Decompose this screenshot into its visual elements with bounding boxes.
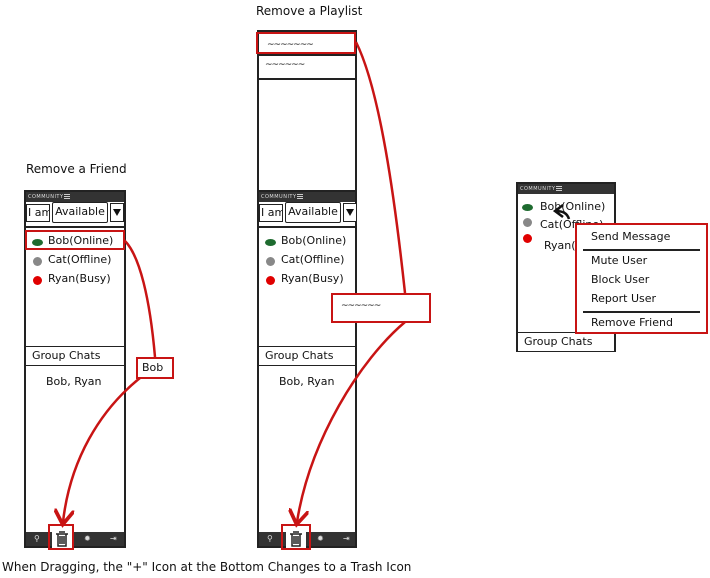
cursor-icon — [553, 204, 571, 220]
divider — [259, 78, 355, 80]
menu-separator — [583, 249, 700, 251]
menu-item-send-message[interactable]: Send Message — [591, 230, 671, 243]
heading-remove-friend: Remove a Friend — [26, 162, 127, 176]
playlist-panel: ~~~~~~~ ~~~~~~ — [257, 30, 357, 194]
exit-icon[interactable]: ⇥ — [343, 534, 350, 543]
drag-ghost-label: Bob — [142, 361, 164, 374]
status-dropdown[interactable]: Available — [52, 202, 108, 223]
app-title: COMMUNITY — [261, 194, 297, 200]
bob-highlight — [25, 230, 125, 250]
search-icon[interactable]: ⚲ — [267, 534, 273, 543]
friend-item-ryan[interactable]: Ryan(Busy) — [281, 272, 344, 285]
group-chat-item[interactable]: Bob, Ryan — [46, 375, 102, 388]
group-chat-item[interactable]: Bob, Ryan — [279, 375, 335, 388]
status-row: I am Available — [259, 202, 357, 224]
menu-item-remove-friend[interactable]: Remove Friend — [591, 316, 673, 329]
playlist-item[interactable]: ~~~~~~ — [265, 60, 305, 70]
menu-item-mute-user[interactable]: Mute User — [591, 254, 648, 267]
trash-icon[interactable] — [52, 527, 72, 549]
busy-status-icon — [33, 276, 42, 285]
offline-status-icon — [523, 218, 532, 227]
busy-status-icon — [266, 276, 275, 285]
gear-icon[interactable]: ✹ — [317, 534, 324, 543]
menu-separator — [583, 311, 700, 313]
friend-item-bob[interactable]: Bob(Online) — [281, 234, 347, 247]
friends-panel-2: COMMUNITY I am Available Bob(Online) Cat… — [257, 190, 357, 548]
trash-highlight — [281, 524, 311, 550]
online-status-icon — [32, 239, 43, 246]
footer-note: When Dragging, the "+" Icon at the Botto… — [2, 560, 412, 574]
app-titlebar: COMMUNITY — [26, 192, 124, 202]
context-menu: Send Message Mute User Block User Report… — [575, 223, 708, 334]
menu-item-report-user[interactable]: Report User — [591, 292, 657, 305]
offline-status-icon — [266, 257, 275, 266]
divider — [259, 226, 355, 228]
heading-remove-playlist: Remove a Playlist — [256, 4, 363, 18]
friend-item-bob[interactable]: Bob(Online) — [48, 234, 114, 247]
playlist-item[interactable]: ~~~~~~~ — [267, 40, 314, 50]
divider — [26, 226, 124, 228]
drag-ghost-playlist: ~~~~~~ — [331, 293, 431, 323]
arrow-bob-to-ghost — [123, 239, 157, 358]
menu-item-block-user[interactable]: Block User — [591, 273, 650, 286]
friend-item-cat[interactable]: Cat(Offline) — [48, 253, 112, 266]
online-status-icon — [522, 204, 533, 211]
chevron-down-icon[interactable] — [110, 203, 124, 222]
menu-icon[interactable] — [297, 194, 303, 195]
app-titlebar: COMMUNITY — [259, 192, 355, 202]
chevron-down-icon[interactable] — [343, 203, 357, 222]
playlist-highlight — [256, 32, 356, 54]
group-chats-header[interactable]: Group Chats — [518, 332, 614, 352]
app-title: COMMUNITY — [520, 186, 556, 192]
divider — [259, 54, 355, 56]
busy-status-icon — [523, 234, 532, 243]
status-row: I am Available — [26, 202, 124, 224]
app-title: COMMUNITY — [28, 194, 64, 200]
menu-icon[interactable] — [556, 186, 562, 187]
bottom-toolbar: ⚲ ✹ ⇥ — [26, 532, 124, 546]
bottom-toolbar: ⚲ ✹ ⇥ — [259, 532, 355, 546]
friend-item-cat[interactable]: Cat(Offline) — [281, 253, 345, 266]
group-chats-header[interactable]: Group Chats — [259, 346, 355, 366]
friend-item-ryan[interactable]: Ryan(Busy) — [48, 272, 111, 285]
status-dropdown[interactable]: Available — [285, 202, 341, 223]
exit-icon[interactable]: ⇥ — [110, 534, 117, 543]
arrow-playlist-to-ghost — [354, 41, 407, 294]
app-titlebar: COMMUNITY — [518, 184, 614, 194]
search-icon[interactable]: ⚲ — [34, 534, 40, 543]
status-prefix: I am — [26, 204, 50, 222]
online-status-icon — [265, 239, 276, 246]
offline-status-icon — [33, 257, 42, 266]
gear-icon[interactable]: ✹ — [84, 534, 91, 543]
status-prefix: I am — [259, 204, 283, 222]
drag-ghost-label: ~~~~~~ — [341, 301, 381, 311]
group-chats-header[interactable]: Group Chats — [26, 346, 124, 366]
trash-icon[interactable] — [286, 527, 306, 549]
trash-highlight — [48, 524, 74, 550]
drag-ghost-friend: Bob — [136, 357, 174, 379]
menu-icon[interactable] — [64, 194, 70, 195]
